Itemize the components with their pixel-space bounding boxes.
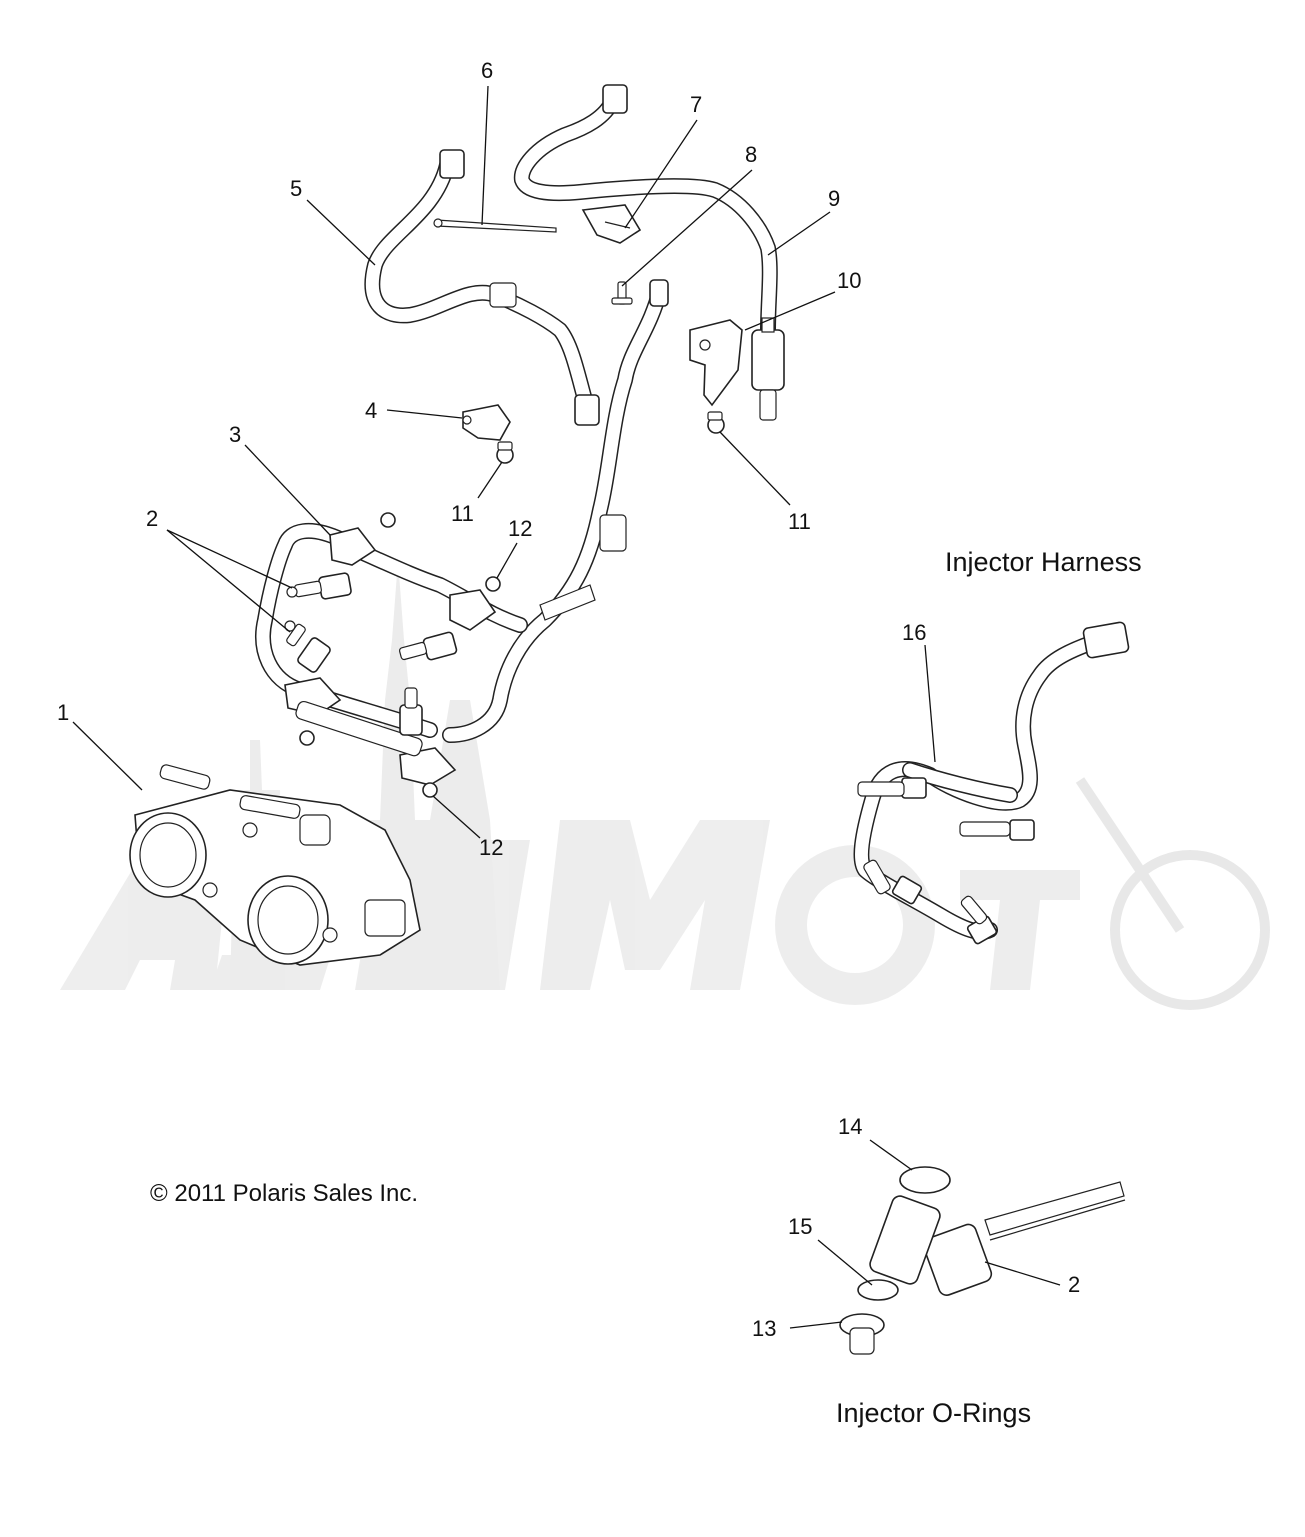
- copyright-notice: © 2011 Polaris Sales Inc.: [150, 1180, 418, 1207]
- fuel-injector-middle: [398, 631, 458, 661]
- callout-2-detail: 2: [1068, 1272, 1080, 1297]
- callout-labels: 1 2 2 3 4 5 6 7 8 9 10 11 11 12 12 13 14…: [57, 58, 1080, 1341]
- callout-10: 10: [837, 268, 861, 293]
- screw-misc-b: [299, 730, 315, 746]
- clip-7: [581, 204, 642, 244]
- fuel-injector-2-lower: [284, 620, 331, 673]
- screw-11-right: [707, 411, 725, 434]
- callout-12-upper: 12: [508, 516, 532, 541]
- callout-4: 4: [365, 398, 377, 423]
- leader-lines: [72, 85, 1061, 1329]
- screw-12-lower: [422, 782, 438, 798]
- cable-tie-6: [433, 218, 557, 233]
- section-title-injector-harness: Injector Harness: [945, 547, 1142, 577]
- callout-12-lower: 12: [479, 835, 503, 860]
- fuel-hose-9: [513, 84, 778, 338]
- callout-1: 1: [57, 700, 69, 725]
- fuel-hose-5: [364, 149, 600, 426]
- callout-7: 7: [690, 92, 702, 117]
- fuel-filter-10: [751, 317, 785, 421]
- section-title-injector-orings: Injector O-Rings: [836, 1398, 1031, 1428]
- throttle-body-1: [129, 764, 421, 966]
- callout-15: 15: [788, 1214, 812, 1239]
- callout-3: 3: [229, 422, 241, 447]
- callout-11-left: 11: [451, 501, 474, 526]
- injector-oring-detail: [839, 1166, 1126, 1355]
- callout-11-right: 11: [788, 509, 811, 534]
- screw-11-left: [496, 441, 514, 464]
- screw-12-upper: [485, 576, 501, 592]
- callout-14: 14: [838, 1114, 862, 1139]
- fuel-injector-bottom: [399, 687, 423, 736]
- callout-13: 13: [752, 1316, 776, 1341]
- callout-2-left: 2: [146, 506, 158, 531]
- fuel-rail-3: [255, 522, 528, 786]
- injector-harness-16: [853, 621, 1130, 945]
- callout-5: 5: [290, 176, 302, 201]
- callout-6: 6: [481, 58, 493, 83]
- callout-8: 8: [745, 142, 757, 167]
- bracket-10: [689, 319, 743, 407]
- callout-16: 16: [902, 620, 926, 645]
- callout-9: 9: [828, 186, 840, 211]
- fuel-supply-hose: [442, 279, 669, 743]
- fuel-injector-2-upper: [286, 572, 352, 600]
- clamp-4: [462, 404, 511, 441]
- screw-misc-a: [380, 512, 396, 528]
- screw-8: [611, 281, 633, 305]
